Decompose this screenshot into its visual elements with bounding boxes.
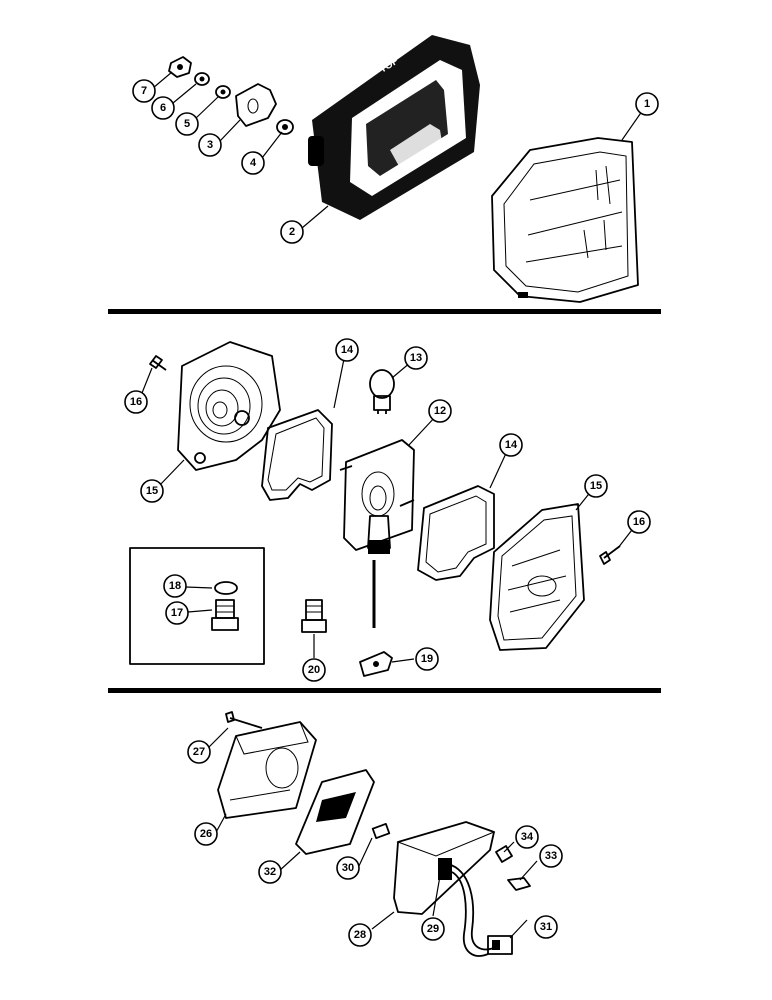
gasket-19 <box>359 651 393 677</box>
tail-lamp-bracket <box>393 821 496 915</box>
callout-16-right-label: 16 <box>633 516 645 528</box>
callout-30-label: 30 <box>342 862 354 874</box>
callout-29: 29 <box>421 917 445 941</box>
callout-31-label: 31 <box>540 921 552 933</box>
callout-27: 27 <box>187 740 211 764</box>
callout-18: 18 <box>163 574 187 598</box>
callout-31: 31 <box>534 915 558 939</box>
callout-15-right-label: 15 <box>590 480 602 492</box>
callout-33-label: 33 <box>545 850 557 862</box>
callout-26: 26 <box>194 822 218 846</box>
callout-3: 3 <box>198 133 222 157</box>
callout-13: 13 <box>404 346 428 370</box>
callout-16-left: 16 <box>124 390 148 414</box>
callout-26-label: 26 <box>200 828 212 840</box>
signal-lamp-body-left <box>177 341 281 471</box>
callout-17-label: 17 <box>171 607 183 619</box>
callout-18-label: 18 <box>169 580 181 592</box>
callout-2: 2 <box>280 220 304 244</box>
tail-lens <box>295 769 375 855</box>
callout-14-upper-label: 14 <box>341 344 354 356</box>
callout-20: 20 <box>302 658 326 682</box>
callout-4-label: 4 <box>250 157 257 169</box>
callout-15-left: 15 <box>140 479 164 503</box>
screw-27 <box>225 711 263 729</box>
callout-12-label: 12 <box>434 405 446 417</box>
callout-2-label: 2 <box>289 226 295 238</box>
wiring-harness <box>447 863 513 957</box>
bulb <box>369 369 395 414</box>
callout-30: 30 <box>336 856 360 880</box>
callout-14-upper: 14 <box>335 338 359 362</box>
bolt-17 <box>211 599 239 631</box>
callout-17: 17 <box>165 601 189 625</box>
lamp-housing: TOP <box>308 35 480 220</box>
gasket-right <box>417 485 495 581</box>
callout-7-label: 7 <box>141 85 147 97</box>
callout-13-label: 13 <box>410 352 422 364</box>
callout-16-right: 16 <box>627 510 651 534</box>
callout-15-left-label: 15 <box>146 485 158 497</box>
callout-27-label: 27 <box>193 746 205 758</box>
sealed-beam-lamp <box>491 137 639 303</box>
callout-28-label: 28 <box>354 929 366 941</box>
signal-lamp-lens-right <box>489 503 585 651</box>
nut-33 <box>507 877 531 891</box>
tail-lamp <box>217 721 317 819</box>
gasket-left <box>261 409 333 501</box>
mounting-hardware <box>168 56 294 135</box>
section-divider-bottom <box>108 688 661 693</box>
callout-19: 19 <box>415 647 439 671</box>
callout-14-lower: 14 <box>499 433 523 457</box>
section-divider-top <box>108 309 661 314</box>
callout-6: 6 <box>151 96 175 120</box>
callout-1-label: 1 <box>644 98 650 110</box>
callout-28: 28 <box>348 923 372 947</box>
callout-7: 7 <box>132 79 156 103</box>
callout-5-label: 5 <box>184 118 190 130</box>
inset-box <box>129 547 265 665</box>
callout-3-label: 3 <box>207 139 213 151</box>
callout-1: 1 <box>635 92 659 116</box>
callout-32: 32 <box>258 860 282 884</box>
callout-32-label: 32 <box>264 866 276 878</box>
lock-washer <box>214 581 238 595</box>
callout-33: 33 <box>539 844 563 868</box>
bolt-20 <box>301 599 327 633</box>
callout-15-right: 15 <box>584 474 608 498</box>
callout-19-label: 19 <box>421 653 433 665</box>
callout-12: 12 <box>428 399 452 423</box>
callout-20-label: 20 <box>308 664 320 676</box>
callout-4: 4 <box>241 151 265 175</box>
callout-5: 5 <box>175 112 199 136</box>
callout-16-left-label: 16 <box>130 396 142 408</box>
lamp-base-plate <box>339 439 415 628</box>
screw-right <box>599 545 621 565</box>
screw-left <box>149 355 167 371</box>
callout-34: 34 <box>515 825 539 849</box>
callout-34-label: 34 <box>521 831 534 843</box>
callout-29-label: 29 <box>427 923 439 935</box>
callout-14-lower-label: 14 <box>505 439 518 451</box>
washer-34 <box>495 845 513 863</box>
callout-6-label: 6 <box>160 102 166 114</box>
clip-30 <box>371 823 391 839</box>
